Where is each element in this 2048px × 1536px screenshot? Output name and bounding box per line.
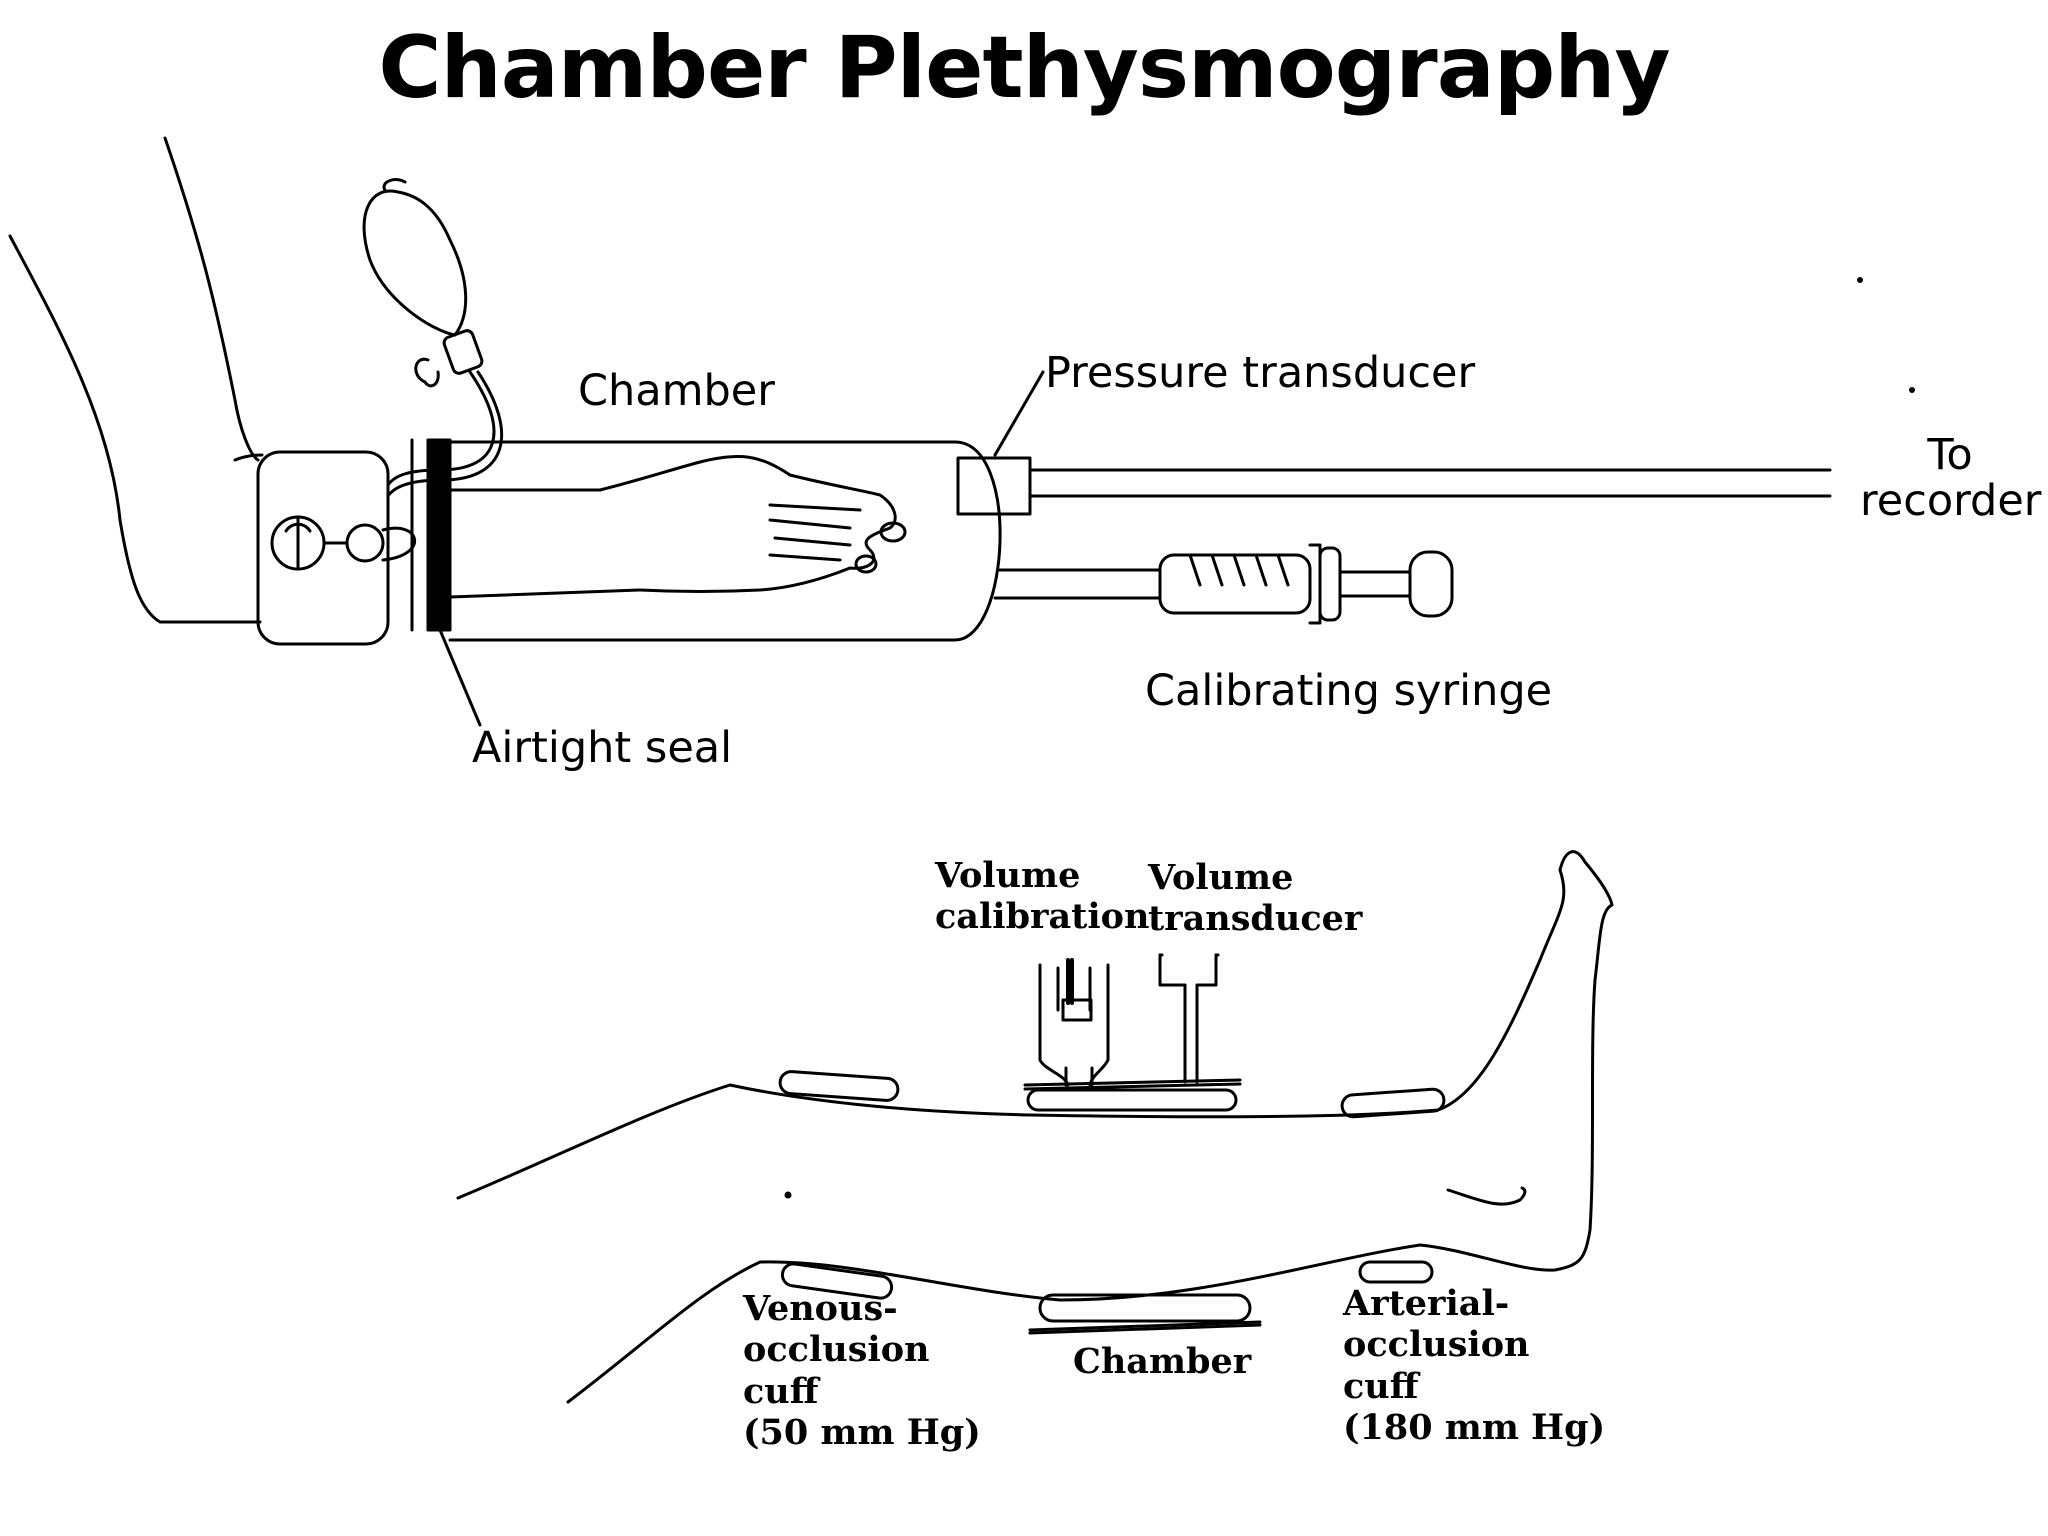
to-recorder-line-2: recorder	[1860, 476, 2042, 527]
label-chamber: Chamber	[578, 366, 775, 416]
venous-cuff-line-3: cuff	[743, 1370, 819, 1412]
label-calibrating-syringe: Calibrating syringe	[1145, 666, 1553, 716]
arterial-cuff-line-4: (180 mm Hg)	[1343, 1406, 1606, 1448]
pressure-transducer-block	[956, 456, 1032, 516]
venous-cuff	[780, 1262, 894, 1300]
transducer-leader	[993, 370, 1045, 457]
bulb-tube	[386, 370, 496, 487]
forearm	[598, 454, 897, 593]
syringe-knob	[1408, 550, 1454, 618]
slide-title: Chamber Plethysmography	[378, 18, 1670, 118]
venous-cuff-line-2: occlusion	[743, 1329, 930, 1371]
top-chamber-plate	[1023, 1078, 1242, 1087]
label-pressure-transducer: Pressure transducer	[1045, 348, 1476, 398]
to-recorder-line-1: To	[1927, 430, 1973, 480]
label-volume-transducer: Volume transducer	[1148, 857, 1362, 940]
valve-loop	[381, 526, 416, 562]
venous-cuff-line-4: (50 mm Hg)	[743, 1411, 981, 1453]
arterial-cuff-line-2: occlusion	[1343, 1324, 1530, 1366]
arterial-cuff	[1358, 1260, 1434, 1284]
leg-top-outline	[456, 868, 1566, 1200]
foot-outline	[1418, 850, 1614, 1272]
label-to-recorder: To recorder	[1860, 430, 2042, 527]
label-bottom-chamber: Chamber	[1073, 1341, 1252, 1382]
shoulder-cuff-box	[256, 450, 390, 646]
seal-leader	[438, 628, 482, 727]
top-chamber	[1026, 1088, 1238, 1112]
label-arterial-cuff: Arterial- occlusion cuff (180 mm Hg)	[1343, 1283, 1605, 1448]
syringe-plunger	[1338, 570, 1412, 598]
bottom-chamber	[1038, 1293, 1252, 1323]
inflation-bulb	[362, 189, 468, 337]
upper-arm-top	[233, 453, 264, 462]
label-airtight-seal: Airtight seal	[472, 723, 733, 773]
top-right-cuff	[1340, 1087, 1446, 1119]
bottom-chamber-plate	[1028, 1323, 1262, 1335]
volume-calibration-line-1: Volume	[935, 855, 1081, 896]
chamber-body	[448, 440, 1002, 642]
body-outline	[163, 136, 260, 462]
volume-transducer-line-1: Volume	[1148, 857, 1294, 898]
back-outline	[8, 234, 262, 624]
arterial-cuff-line-1: Arterial-	[1343, 1283, 1510, 1324]
top-left-cuff	[778, 1070, 900, 1102]
label-volume-calibration: Volume calibration	[935, 855, 1149, 938]
chamber-bottom-inner	[448, 588, 642, 599]
volume-transducer	[1158, 953, 1218, 1084]
venous-cuff-line-1: Venous-	[743, 1288, 898, 1329]
arterial-cuff-line-3: cuff	[1343, 1365, 1419, 1407]
leg-bottom-outline	[566, 1243, 1422, 1404]
volume-calibration-line-2: calibration	[935, 896, 1150, 938]
label-venous-cuff: Venous- occlusion cuff (50 mm Hg)	[743, 1288, 981, 1453]
volume-transducer-line-2: transducer	[1148, 898, 1363, 940]
